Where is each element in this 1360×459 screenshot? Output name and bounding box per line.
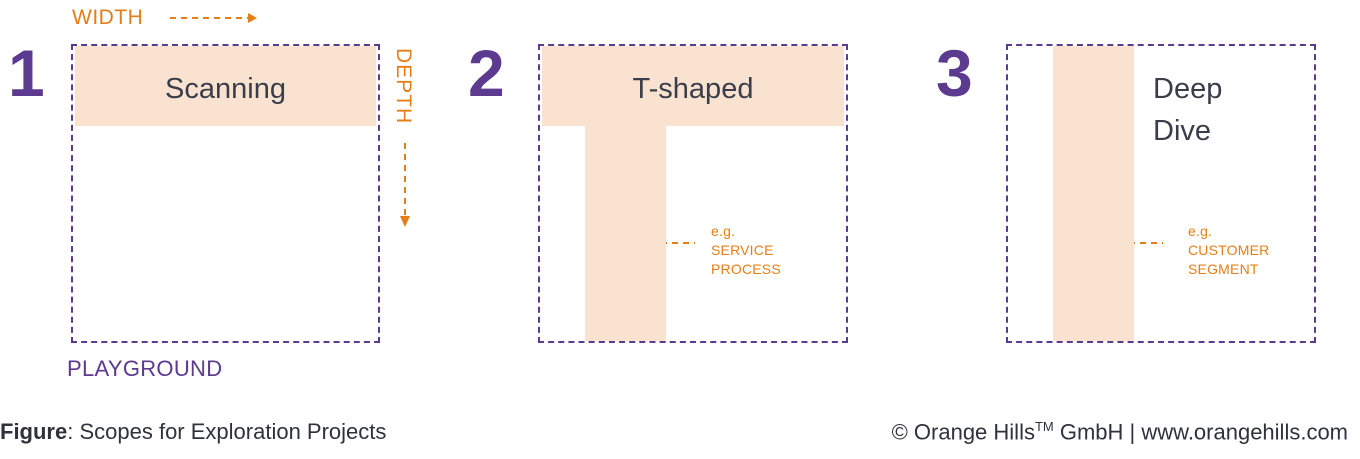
panel-2-number: 2 xyxy=(468,36,505,110)
deep-dive-column xyxy=(1053,46,1134,341)
figure-caption-bold: Figure xyxy=(0,419,68,444)
t-shaped-stem xyxy=(585,126,666,341)
panel-1-box: Scanning xyxy=(71,44,380,343)
note-eg: e.g. xyxy=(711,223,736,239)
figure-caption-text: : Scopes for Exploration Projects xyxy=(67,419,387,444)
note-segment: SEGMENT xyxy=(1188,260,1259,277)
copyright-notice: © Orange HillsTM GmbH | www.orangehills.… xyxy=(892,419,1348,445)
panel-1-label: Scanning xyxy=(165,73,286,105)
panel-2-box: T-shaped xyxy=(538,44,848,343)
note-eg: e.g. xyxy=(1188,223,1213,239)
panel-2-label: T-shaped xyxy=(632,73,754,105)
panel-3-label: Deep Dive xyxy=(1153,68,1222,152)
depth-arrow xyxy=(400,143,410,227)
panel-3-label-line-1: Deep xyxy=(1153,73,1223,105)
service-process-note: e.g. SERVICE PROCESS xyxy=(711,222,781,279)
depth-label: DEPTH xyxy=(392,48,415,125)
note-process: PROCESS xyxy=(711,260,781,277)
panel-3-number: 3 xyxy=(936,36,973,110)
t-shaped-bar xyxy=(542,46,844,126)
note-customer: CUSTOMER xyxy=(1188,241,1270,258)
copyright-pre: © Orange Hills xyxy=(891,419,1035,445)
copyright-post: GmbH | www.orangehills.com xyxy=(1053,419,1348,445)
customer-segment-note: e.g. CUSTOMER SEGMENT xyxy=(1188,222,1269,279)
panel-3-box: Deep Dive xyxy=(1006,44,1316,343)
playground-label: PLAYGROUND xyxy=(67,356,223,381)
note-service: SERVICE xyxy=(711,241,774,258)
width-label: WIDTH xyxy=(72,6,144,29)
width-arrow xyxy=(170,13,257,23)
trademark-mark: TM xyxy=(1034,419,1054,434)
panel-1-number: 1 xyxy=(8,36,45,110)
figure-caption: Figure: Scopes for Exploration Projects xyxy=(0,419,386,445)
panel-3-label-line-2: Dive xyxy=(1153,115,1212,147)
scanning-area xyxy=(75,46,376,126)
